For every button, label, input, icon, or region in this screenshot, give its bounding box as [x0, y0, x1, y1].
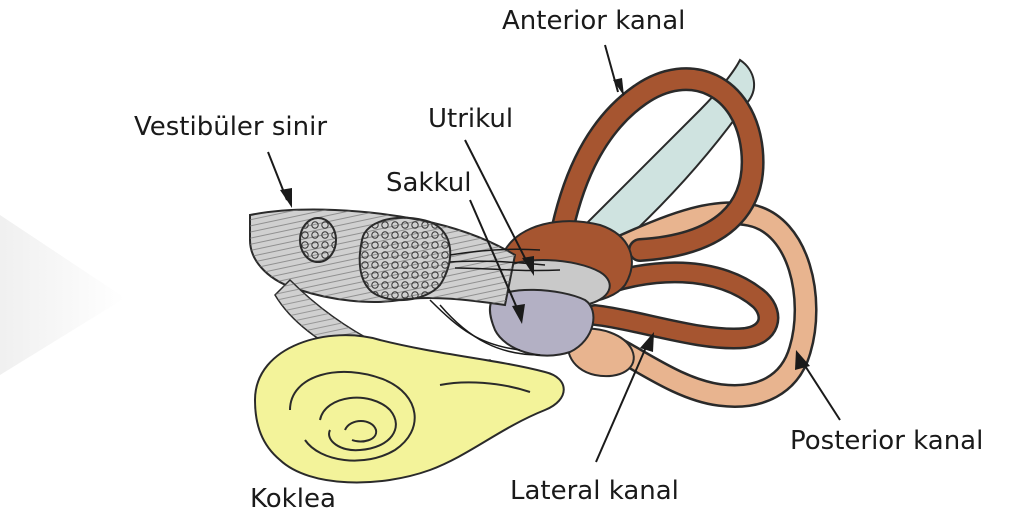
label-vestibuler-sinir: Vestibüler sinir: [134, 114, 327, 140]
label-lateral-kanal: Lateral kanal: [510, 478, 679, 504]
cochlea: [255, 335, 564, 482]
vestibular-ganglion: [360, 218, 451, 300]
nerve-cross-section: [300, 218, 336, 262]
label-posterior-kanal: Posterior kanal: [790, 428, 983, 454]
label-koklea: Koklea: [250, 486, 336, 512]
label-anterior-kanal: Anterior kanal: [502, 8, 685, 34]
label-utrikul: Utrikul: [428, 106, 513, 132]
watermark-shape: [0, 215, 125, 375]
label-sakkul: Sakkul: [386, 170, 471, 196]
